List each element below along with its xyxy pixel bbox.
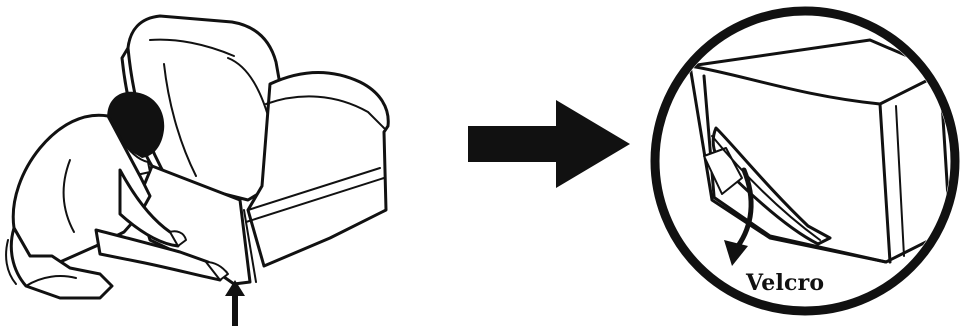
velcro-label: Velcro [746,270,824,296]
recliner-illustration [122,16,388,284]
right-arrow-icon [468,100,630,188]
up-arrow-icon [225,280,245,326]
zoom-circle-callout [655,11,955,311]
recliner-armrest [248,72,388,266]
